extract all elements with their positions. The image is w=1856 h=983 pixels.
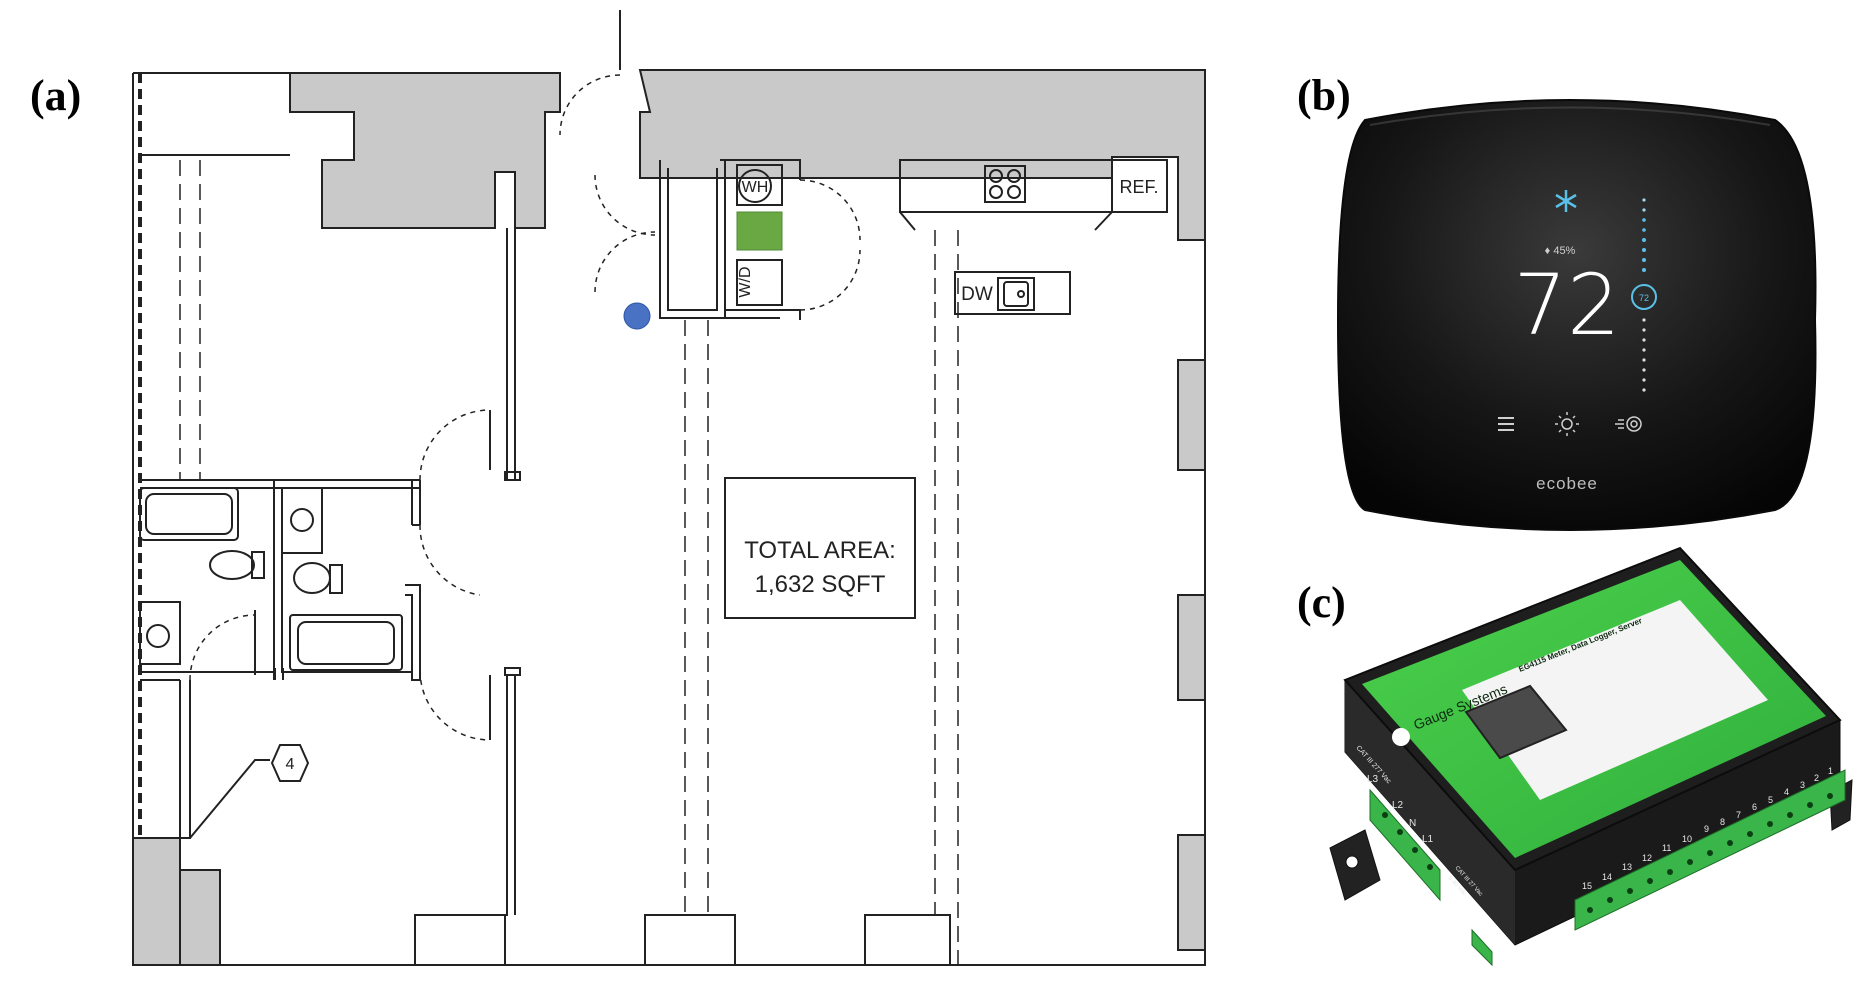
snowflake-icon: [1555, 190, 1577, 212]
ct-terminal-12: 12: [1642, 853, 1652, 863]
ct-terminal-6: 6: [1752, 802, 1757, 812]
ct-terminal-4: 4: [1784, 787, 1789, 797]
setpoint-scale: [1642, 198, 1646, 392]
ct-terminal-9: 9: [1704, 824, 1709, 834]
gauge-logo-icon: [1392, 728, 1410, 746]
thermostat-brand: ecobee: [1536, 474, 1598, 493]
ct-terminal-3: 3: [1800, 780, 1805, 790]
ct-terminal-10: 10: [1682, 834, 1692, 844]
energy-meter: [1329, 546, 1853, 967]
ct-terminal-2: 2: [1814, 773, 1819, 783]
sensor-marker: [623, 302, 651, 330]
refrigerator-label: REF.: [1119, 177, 1158, 197]
power-terminal-labels: L3 L2 N L1: [1367, 774, 1434, 845]
room-tag-number: 4: [286, 756, 295, 773]
setpoint-bubble: [1631, 284, 1657, 310]
sensor-icon: [1615, 416, 1642, 432]
dishwasher-label: DW: [961, 284, 993, 305]
ct-terminal-15: 15: [1582, 881, 1592, 891]
panel-c-label: (c): [1297, 578, 1346, 627]
terminal-L1: L1: [1422, 834, 1434, 845]
ct-terminal-labels: 15 14 13 12 11 10 9 8 7 6 5 4 3 2 1: [1582, 766, 1833, 891]
ct-terminal-7: 7: [1736, 810, 1741, 820]
thermostat: ♦ 45% 72 72 ecobee: [1336, 99, 1817, 531]
ct-terminal-5: 5: [1768, 795, 1773, 805]
washer-dryer-label: W/D: [737, 266, 754, 297]
setpoint-value: 72: [1639, 293, 1649, 303]
terminal-L3: L3: [1367, 774, 1379, 785]
menu-icon: [1498, 417, 1514, 431]
temperature-readout: 72: [1514, 256, 1621, 354]
terminal-L2: L2: [1392, 800, 1404, 811]
ct-terminal-1: 1: [1828, 766, 1833, 776]
water-heater-label: WH: [742, 179, 769, 196]
humidity-readout: ♦ 45%: [1545, 245, 1576, 257]
wall-masses: [132, 69, 1206, 966]
panel-b-label: (b): [1297, 71, 1351, 120]
ct-terminal-11: 11: [1662, 843, 1671, 853]
sun-icon: [1555, 412, 1579, 436]
equipment-marker: [736, 211, 783, 251]
terminal-N: N: [1409, 818, 1416, 829]
total-area-line1: TOTAL AREA:: [744, 537, 896, 564]
floor-plan: [132, 10, 1206, 966]
ct-terminal-14: 14: [1602, 872, 1612, 882]
ct-terminal-8: 8: [1720, 817, 1725, 827]
total-area-line2: 1,632 SQFT: [755, 571, 886, 598]
ct-terminal-13: 13: [1622, 862, 1632, 872]
panel-a-label: (a): [30, 71, 82, 120]
